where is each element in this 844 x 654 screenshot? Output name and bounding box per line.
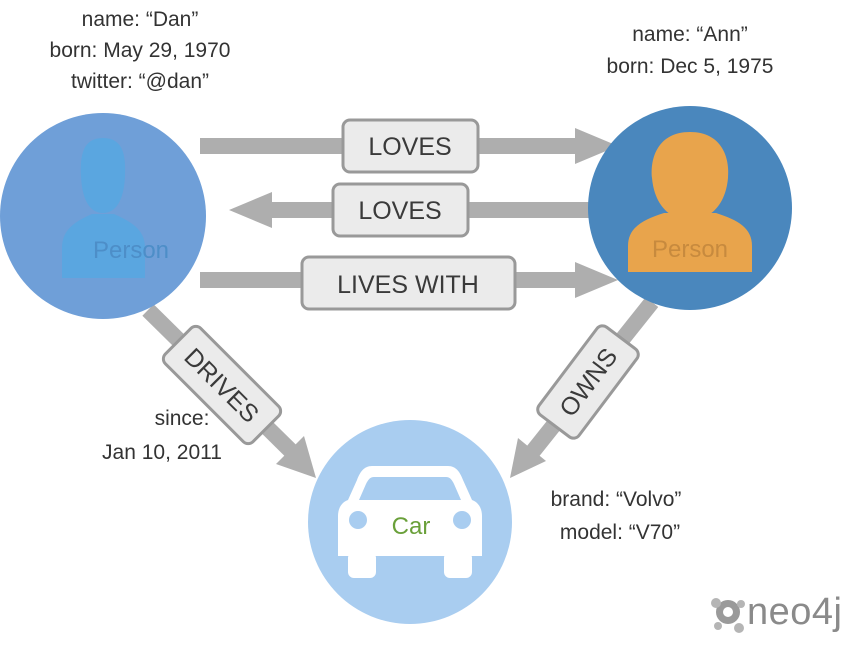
drives-properties: since: Jan 10, 2011	[102, 407, 222, 464]
neo4j-logo-text: neo4j	[747, 591, 842, 633]
arrow-head	[510, 438, 546, 478]
person-icon	[62, 138, 145, 278]
node-ann[interactable]: Person	[588, 106, 792, 310]
node-dan-label: Person	[93, 237, 169, 264]
rel-drives-label-group: DRIVES	[161, 324, 283, 446]
rel-label-box	[331, 182, 470, 238]
dan-prop-name: name: “Dan”	[82, 8, 199, 31]
ann-prop-born: born: Dec 5, 1975	[607, 55, 774, 78]
arrow-head	[575, 262, 618, 298]
rel-label-box	[341, 118, 480, 174]
car-properties: brand: “Volvo” model: “V70”	[551, 488, 682, 544]
car-prop-brand: brand: “Volvo”	[551, 488, 682, 511]
ann-properties: name: “Ann” born: Dec 5, 1975	[607, 23, 774, 78]
node-ann-label: Person	[652, 236, 728, 263]
node-car-label: Car	[392, 513, 431, 540]
rel-label-lives-with: LIVES WITH	[337, 271, 479, 299]
arrow-head	[276, 436, 316, 478]
drives-prop-since-label: since:	[155, 407, 210, 430]
rel-label-box	[161, 324, 283, 446]
arrow-head	[229, 192, 272, 228]
dan-prop-twitter: twitter: “@dan”	[71, 70, 209, 93]
neo4j-logo: neo4j	[711, 591, 842, 633]
rel-label-loves: LOVES	[368, 133, 451, 161]
rel-loves-ann-to-dan: LOVES	[229, 182, 590, 238]
rel-owns-label-group: OWNS	[536, 324, 640, 440]
rel-label-loves: LOVES	[358, 197, 441, 225]
car-headlight-right	[453, 511, 471, 529]
rel-owns: OWNS	[510, 297, 659, 478]
rel-loves-dan-to-ann: LOVES	[200, 118, 618, 174]
rel-lives-with: LIVES WITH	[200, 255, 618, 311]
person-icon	[628, 132, 752, 272]
dan-properties: name: “Dan” born: May 29, 1970 twitter: …	[50, 8, 231, 93]
dan-prop-born: born: May 29, 1970	[50, 39, 231, 62]
car-prop-model: model: “V70”	[560, 521, 680, 544]
rel-drives: DRIVES	[142, 304, 316, 478]
node-dan[interactable]: Person	[0, 113, 206, 319]
car-windshield	[359, 477, 461, 500]
rel-label-box	[536, 324, 640, 440]
arrow-head	[575, 128, 618, 164]
drives-prop-since-value: Jan 10, 2011	[102, 441, 222, 464]
rel-label-box	[300, 255, 517, 311]
ann-prop-name: name: “Ann”	[632, 23, 748, 46]
node-car[interactable]: Car	[308, 420, 512, 624]
car-headlight-left	[349, 511, 367, 529]
neo4j-logo-icon	[711, 598, 745, 633]
